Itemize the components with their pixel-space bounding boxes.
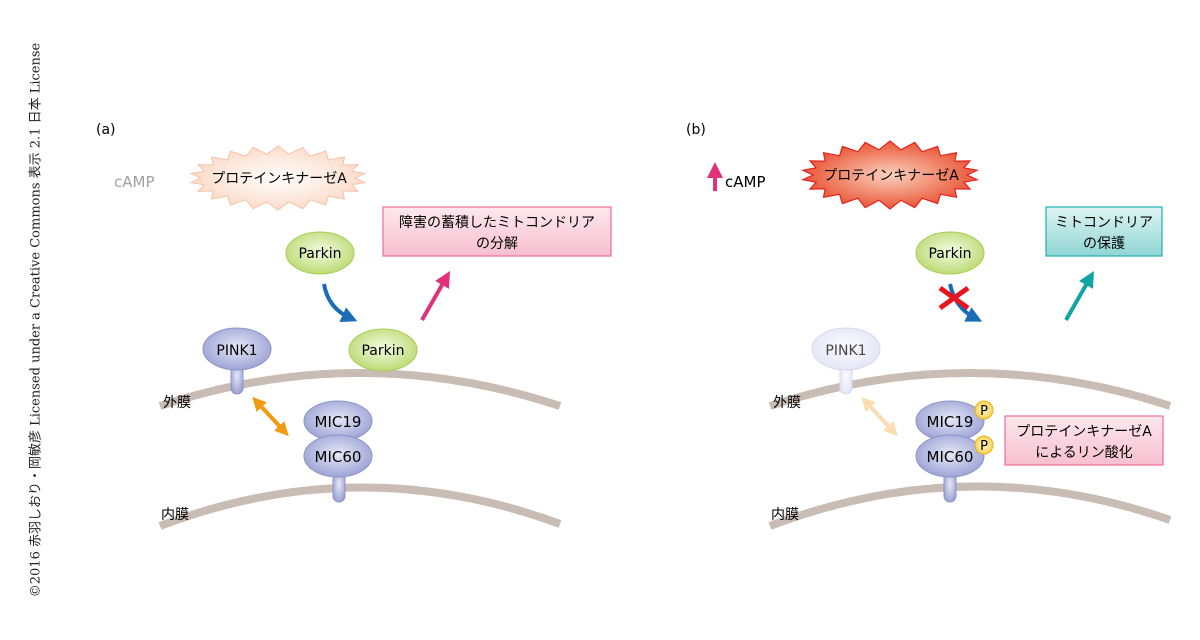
inner-membrane-label-b: 内膜	[771, 507, 799, 523]
inner-membrane-b	[768, 482, 1172, 530]
mic19-label: MIC19	[315, 413, 362, 431]
panel-a: (a) cAMP プロテインキナーゼA 障害の蓄積したミトコンドリア の分解 外…	[96, 122, 612, 530]
protection-box	[1045, 206, 1163, 257]
protection-line1: ミトコンドリア	[1055, 215, 1153, 231]
inner-membrane	[158, 483, 562, 530]
recruitment-arrow	[322, 283, 358, 322]
outer-membrane	[158, 369, 562, 410]
pink1-label-b: PINK1	[825, 343, 866, 359]
weakened-interaction-arrow	[861, 396, 898, 437]
degradation-arrow	[420, 271, 450, 321]
degradation-line1: 障害の蓄積したミトコンドリア	[399, 215, 595, 231]
phospho-mic19-icon	[974, 400, 994, 420]
inner-membrane-label: 内膜	[161, 507, 189, 523]
outer-membrane-label: 外膜	[163, 395, 191, 411]
phospho-mic60-label: P	[980, 439, 988, 454]
panel-a-label: (a)	[96, 122, 116, 138]
parkin-cytosol-label: Parkin	[298, 246, 341, 262]
mic60-protein-b	[915, 434, 985, 478]
blocked-recruitment-arrow	[948, 283, 983, 322]
phosphorylation-line1: プロテインキナーゼA	[1016, 424, 1152, 440]
outer-membrane-label-b: 外膜	[773, 395, 801, 411]
camp-label-b: cAMP	[725, 173, 766, 191]
parkin-b	[915, 231, 985, 275]
protection-line2: の保護	[1083, 236, 1125, 252]
phospho-mic19-label: P	[980, 404, 988, 419]
parkin-membrane	[348, 328, 418, 372]
degradation-line2: の分解	[476, 236, 518, 252]
phosphorylation-box	[1004, 415, 1164, 466]
pka-label: プロテインキナーゼA	[211, 171, 347, 187]
parkin-cytosol	[285, 231, 355, 275]
pka-label-b: プロテインキナーゼA	[823, 168, 959, 184]
camp-label: cAMP	[114, 173, 155, 191]
degradation-box	[382, 206, 612, 257]
panel-b: (b) cAMP プロテインキナーゼA ミトコンドリア の保護 外膜 内膜 Pa…	[686, 122, 1172, 530]
panel-b-label: (b)	[686, 122, 706, 138]
phosphorylation-line2: によるリン酸化	[1035, 445, 1133, 461]
interaction-arrow	[252, 396, 289, 437]
mic19-label-b: MIC19	[927, 413, 974, 431]
pink1-protein-b	[811, 327, 881, 371]
protein-kinase-a-burst-active	[800, 140, 980, 210]
inhibit-x-icon	[938, 285, 970, 311]
protection-arrow	[1064, 271, 1094, 321]
phospho-mic60-icon	[974, 435, 994, 455]
parkin-b-label: Parkin	[928, 246, 971, 262]
parkin-membrane-label: Parkin	[361, 343, 404, 359]
mic60-label-b: MIC60	[927, 448, 974, 466]
protein-kinase-a-burst	[189, 145, 367, 211]
mic60-protein	[303, 434, 373, 478]
pink1-label: PINK1	[216, 343, 257, 359]
outer-membrane-b	[768, 369, 1172, 410]
pink1-protein	[202, 327, 272, 371]
mic60-label: MIC60	[315, 448, 362, 466]
